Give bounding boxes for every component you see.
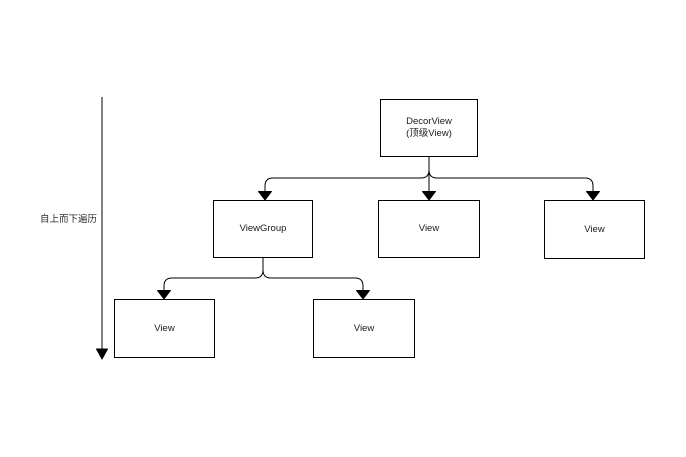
node-view-mid-label: View bbox=[418, 223, 440, 234]
connector-decorview-view-right bbox=[428, 157, 594, 191]
node-view-bottom-mid-label: View bbox=[353, 322, 375, 334]
arrow-head-view-bm-icon bbox=[356, 290, 370, 300]
arrow-head-view-right-icon bbox=[586, 191, 600, 201]
node-view-right-label: View bbox=[584, 223, 605, 235]
arrow-head-viewgroup-icon bbox=[258, 191, 272, 201]
arrow-head-view-mid-icon bbox=[422, 191, 436, 201]
node-view-mid: View bbox=[378, 200, 480, 258]
node-decorview-subtitle: (顶级View) bbox=[406, 128, 452, 139]
node-view-bottom-left: View bbox=[114, 299, 215, 358]
arrow-head-view-bl-icon bbox=[157, 290, 171, 300]
node-view-bottom-mid: View bbox=[313, 299, 415, 358]
connector-decorview-viewgroup bbox=[264, 157, 430, 191]
connector-viewgroup-view-bm bbox=[262, 258, 364, 290]
node-view-right: View bbox=[544, 200, 645, 259]
node-view-bottom-left-label: View bbox=[154, 322, 175, 334]
connector-viewgroup-view-bl bbox=[163, 258, 264, 290]
traversal-arrow-head-icon bbox=[96, 348, 108, 360]
traversal-direction-label: 自上而下遍历 bbox=[40, 214, 98, 225]
node-decorview: DecorView (顶级View) bbox=[380, 99, 478, 157]
node-viewgroup: ViewGroup bbox=[213, 200, 313, 258]
node-viewgroup-label: ViewGroup bbox=[239, 223, 287, 234]
node-decorview-title: DecorView bbox=[406, 116, 452, 127]
node-decorview-label: DecorView (顶级View) bbox=[406, 116, 452, 140]
